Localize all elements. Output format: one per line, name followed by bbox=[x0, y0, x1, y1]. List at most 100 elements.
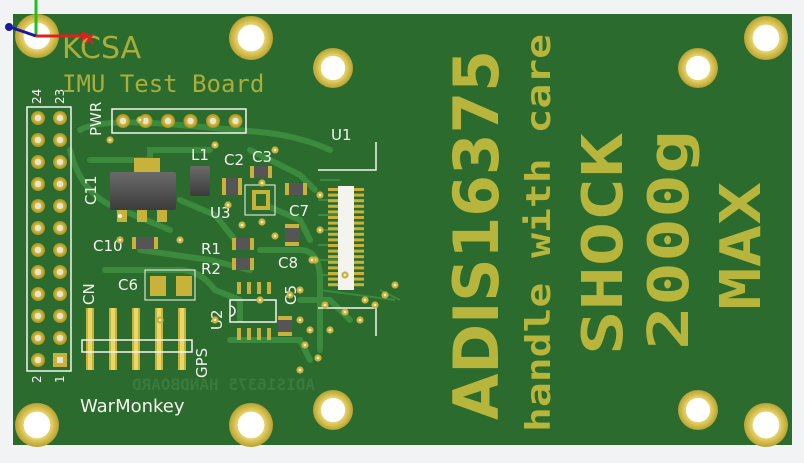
resistor-r2 bbox=[232, 258, 254, 270]
via-hole bbox=[273, 234, 277, 238]
u1-pad bbox=[328, 249, 340, 253]
regulator-tab-pad bbox=[134, 158, 160, 172]
capacitor-c6-pad bbox=[176, 276, 192, 296]
header-24pin bbox=[31, 111, 67, 367]
vias bbox=[106, 116, 399, 374]
u1-pad bbox=[352, 272, 364, 275]
cap-terminal bbox=[250, 166, 254, 178]
gps-header bbox=[86, 308, 186, 370]
pin-label-1: 1 bbox=[53, 375, 67, 383]
max-text: MAX bbox=[709, 182, 774, 310]
label-gps: GPS bbox=[193, 348, 211, 378]
pwr-header-outline bbox=[111, 108, 247, 134]
gps-pin-highlight bbox=[88, 308, 92, 370]
u1-pad bbox=[352, 227, 364, 231]
cap-terminal bbox=[132, 237, 136, 249]
capacitor-c3 bbox=[250, 166, 272, 178]
u1-pad bbox=[352, 232, 364, 236]
u1-pad bbox=[328, 266, 340, 270]
u1-pad bbox=[352, 255, 364, 259]
shock-value-text: 2000g bbox=[637, 130, 702, 350]
header-pad bbox=[31, 221, 45, 235]
via-hole bbox=[328, 328, 332, 332]
capacitor-c5 bbox=[278, 316, 292, 336]
header-pad bbox=[53, 309, 67, 323]
cap-terminal bbox=[238, 178, 242, 195]
gps-header-body bbox=[81, 339, 193, 353]
u1-pad bbox=[352, 277, 364, 281]
mounting-hole bbox=[313, 390, 353, 430]
header-pad bbox=[31, 243, 45, 257]
u1-pad bbox=[352, 249, 364, 253]
label-u3: U3 bbox=[210, 204, 231, 222]
via-hole bbox=[298, 368, 302, 372]
chip-name-text: ADIS16375 bbox=[440, 50, 513, 420]
inductor-l1 bbox=[190, 166, 210, 196]
via-hole bbox=[240, 223, 244, 227]
via-hole bbox=[343, 310, 347, 314]
via-hole bbox=[298, 318, 302, 322]
pwr-pad bbox=[206, 114, 220, 128]
header-pad bbox=[31, 331, 45, 345]
cap-terminal bbox=[222, 178, 226, 195]
label-l1: L1 bbox=[191, 146, 209, 164]
label-c2: C2 bbox=[224, 151, 244, 169]
capacitor-c8 bbox=[285, 224, 299, 246]
handle-with-care-text: handle with care bbox=[519, 34, 559, 432]
mounting-hole bbox=[15, 403, 59, 447]
header-pad bbox=[31, 133, 45, 147]
header-pad bbox=[31, 265, 45, 279]
via-hole bbox=[260, 220, 264, 224]
pcb-board bbox=[13, 14, 792, 445]
res-terminal bbox=[232, 238, 236, 250]
ic-u2-notch bbox=[229, 305, 236, 317]
regulator-pad bbox=[157, 208, 167, 222]
gps-pin-highlight bbox=[157, 308, 161, 370]
label-c10: C10 bbox=[93, 237, 123, 255]
u1-pad bbox=[352, 283, 364, 287]
u1-pad bbox=[328, 260, 340, 264]
u1-pad bbox=[352, 266, 364, 270]
ic-u2-outline bbox=[229, 299, 277, 323]
mounting-hole bbox=[678, 48, 718, 88]
via-hole bbox=[383, 293, 387, 297]
header-pad-hole bbox=[57, 357, 63, 363]
via-hole bbox=[303, 343, 307, 347]
gps-pin-highlight bbox=[180, 308, 184, 370]
axis-gizmo[interactable]: X bbox=[5, 0, 95, 48]
u1-pad bbox=[328, 255, 340, 259]
header-pad bbox=[31, 353, 45, 367]
u1-pad bbox=[352, 193, 364, 197]
label-c3: C3 bbox=[252, 148, 272, 166]
via-hole bbox=[258, 298, 262, 302]
header-pad bbox=[53, 155, 67, 169]
via-hole bbox=[393, 283, 397, 287]
u1-pad bbox=[352, 199, 364, 203]
mounting-hole bbox=[313, 48, 353, 88]
u1-pad bbox=[328, 221, 340, 225]
header-pad bbox=[31, 111, 45, 125]
header-pad bbox=[53, 243, 67, 257]
mounting-hole bbox=[229, 16, 273, 60]
label-c7: C7 bbox=[289, 202, 309, 220]
u1-pad bbox=[352, 210, 364, 214]
u1-pad bbox=[328, 210, 340, 214]
cap-terminal bbox=[285, 224, 299, 228]
z-axis-end bbox=[5, 23, 13, 31]
via-hole bbox=[178, 238, 182, 242]
pin-label-2: 2 bbox=[30, 375, 44, 383]
via-hole bbox=[226, 203, 230, 207]
u1-pad bbox=[328, 193, 340, 197]
header-pad bbox=[53, 177, 67, 191]
regulator-pad bbox=[137, 208, 147, 222]
u1-pad bbox=[328, 232, 340, 236]
regulator-pad bbox=[117, 208, 127, 222]
u1-pad bbox=[352, 221, 364, 225]
cap-terminal bbox=[285, 183, 289, 195]
header-pad bbox=[53, 111, 67, 125]
pin-label-24: 24 bbox=[30, 89, 44, 104]
via-hole bbox=[273, 148, 277, 152]
capacitor-c2 bbox=[222, 178, 242, 195]
pwr-label: PWR bbox=[87, 102, 105, 136]
